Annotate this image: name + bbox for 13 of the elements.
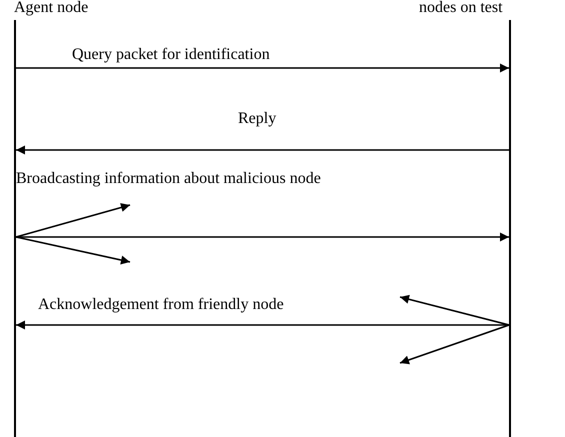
arrow <box>400 324 510 364</box>
arrow <box>16 203 130 238</box>
arrow <box>16 236 130 264</box>
arrow <box>16 320 509 330</box>
message-label: Query packet for identification <box>72 46 270 64</box>
arrow <box>16 64 509 72</box>
message-label: Acknowledgement from friendly node <box>38 296 284 314</box>
arrow <box>16 146 509 154</box>
lifeline-label: Agent node <box>14 0 88 17</box>
arrow <box>400 294 510 326</box>
lifeline-label: nodes on test <box>419 0 503 17</box>
message-label: Broadcasting information about malicious node <box>16 170 321 188</box>
message-label: Reply <box>238 110 276 128</box>
